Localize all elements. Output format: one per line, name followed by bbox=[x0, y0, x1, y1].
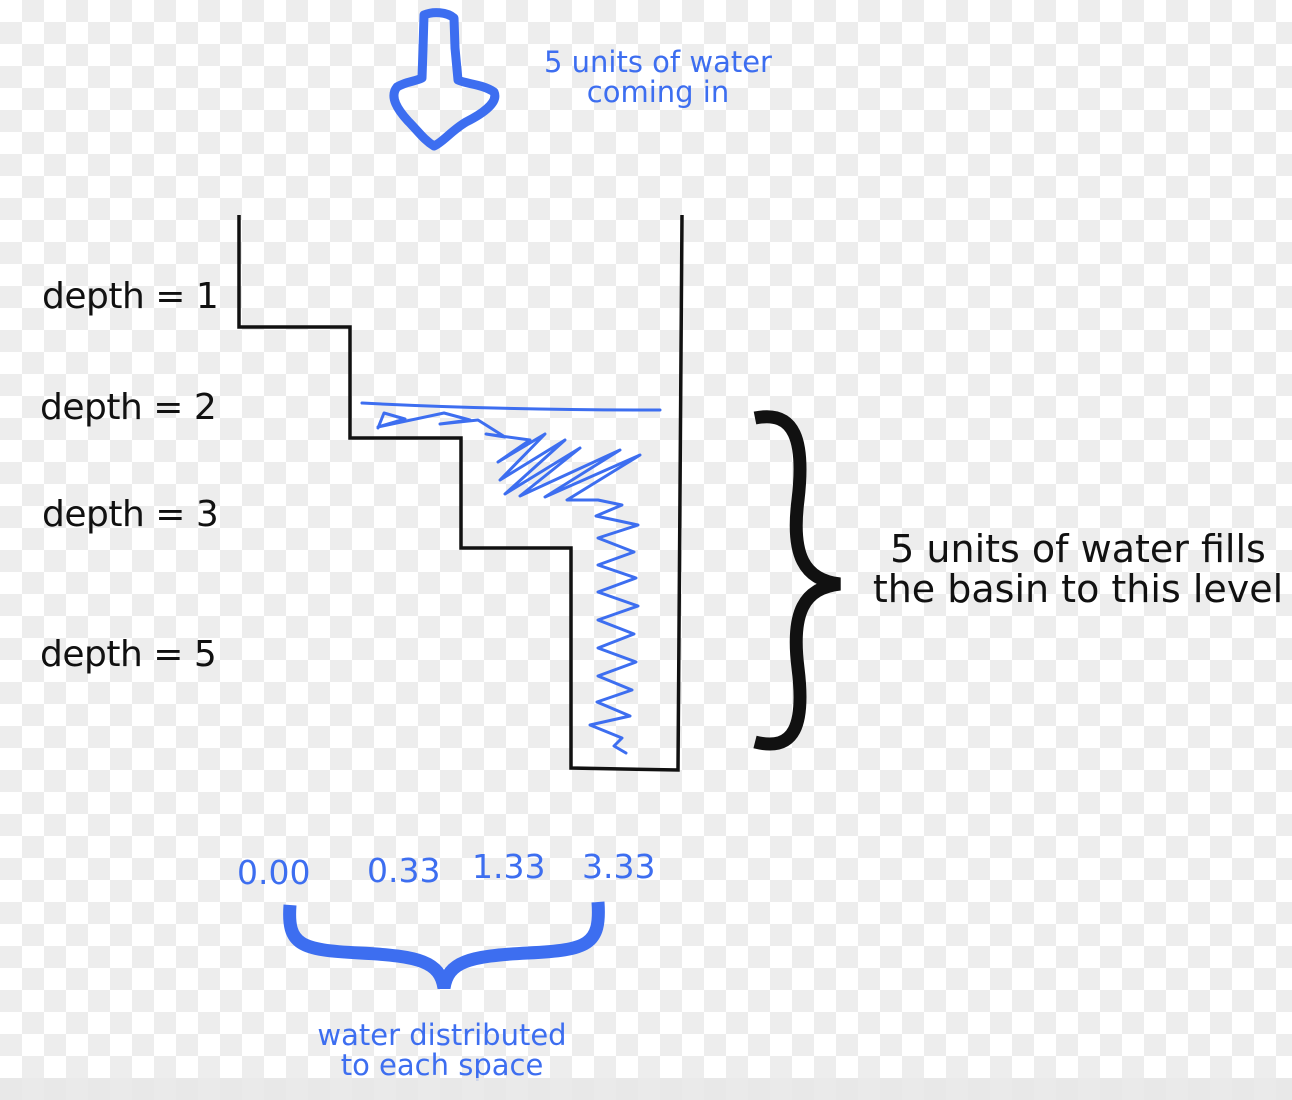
distribution-amount: 0.33 bbox=[367, 851, 441, 890]
water-fill-scribble bbox=[376, 411, 642, 755]
distribution-note: water distributed to each space bbox=[300, 1020, 584, 1081]
incoming-note-line1: 5 units of water bbox=[544, 45, 772, 79]
depth-label-3: depth = 3 bbox=[42, 494, 219, 535]
fill-level-brace bbox=[753, 410, 842, 751]
depth-label-2: depth = 2 bbox=[40, 387, 217, 428]
incoming-note-line2: coming in bbox=[586, 75, 730, 110]
distribution-note-line1: water distributed bbox=[317, 1018, 567, 1052]
depth-label-5: depth = 5 bbox=[40, 634, 217, 675]
fill-note-line2: the basin to this level bbox=[872, 566, 1284, 611]
distribution-amount: 1.33 bbox=[472, 847, 546, 886]
distribution-amount: 0.00 bbox=[237, 853, 311, 892]
distribution-brace bbox=[283, 901, 605, 990]
down-arrow-icon bbox=[389, 8, 500, 151]
depth-label-1: depth = 1 bbox=[42, 276, 219, 317]
bottom-scroll-strip bbox=[0, 1078, 1292, 1100]
distribution-note-line2: to each space bbox=[340, 1048, 544, 1083]
fill-level-note: 5 units of water fills the basin to this… bbox=[868, 527, 1288, 611]
incoming-water-note: 5 units of water coming in bbox=[540, 47, 776, 108]
basin-outline bbox=[237, 214, 684, 772]
distribution-amount: 3.33 bbox=[582, 847, 656, 886]
water-level-line bbox=[360, 401, 662, 412]
fill-note-line1: 5 units of water fills bbox=[890, 527, 1266, 571]
